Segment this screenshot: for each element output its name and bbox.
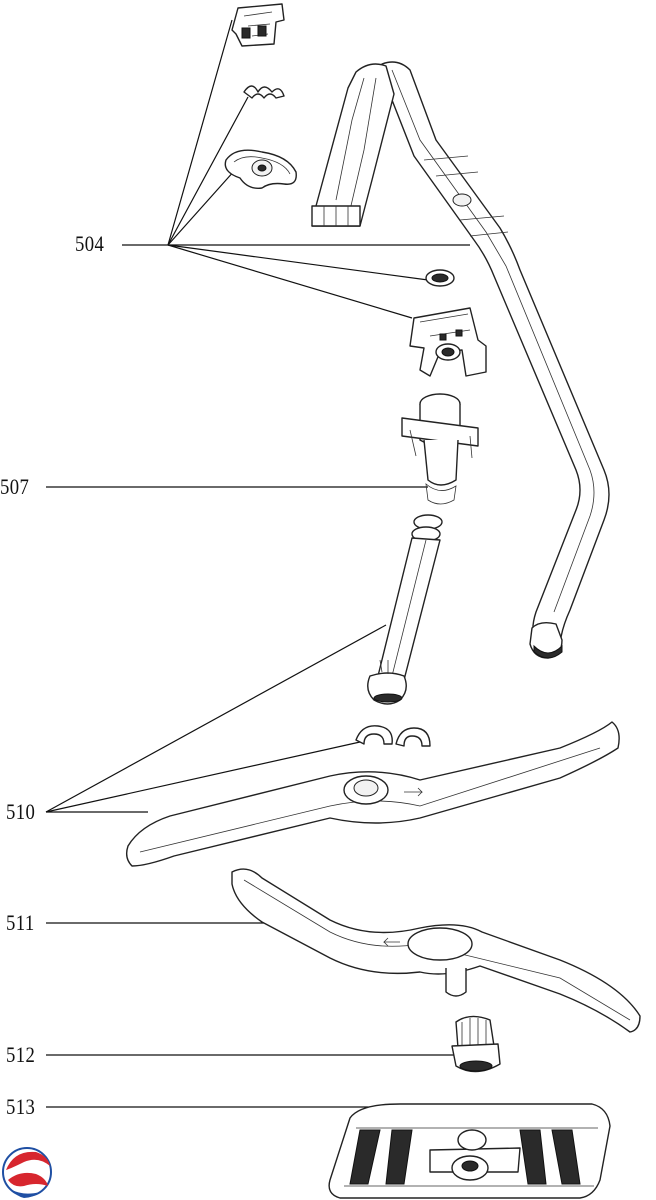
o-ring-part xyxy=(425,269,455,287)
gear-nut-part xyxy=(451,1015,501,1073)
callout-512: 512 xyxy=(6,1042,36,1067)
feed-tube-part xyxy=(367,514,443,705)
callout-507: 507 xyxy=(0,474,30,499)
callout-513: 513 xyxy=(6,1094,36,1119)
top-clip-part xyxy=(231,3,285,47)
lower-spray-arm-part xyxy=(231,868,641,1033)
callout-504: 504 xyxy=(75,231,105,256)
callout-510: 510 xyxy=(6,799,36,824)
upper-spray-arm-part xyxy=(125,721,620,867)
valve-nozzle-part xyxy=(401,393,479,505)
gasket-part xyxy=(224,149,297,189)
arm-clip-pair-part xyxy=(355,725,431,747)
spray-pipe-part xyxy=(311,61,610,659)
filter-base-part xyxy=(328,1103,611,1199)
leader-lines xyxy=(45,19,470,1108)
callout-511: 511 xyxy=(6,910,35,935)
twin-clip-part xyxy=(243,85,285,99)
brand-swirl-logo-icon xyxy=(2,1147,52,1198)
bracket-part xyxy=(409,307,487,377)
